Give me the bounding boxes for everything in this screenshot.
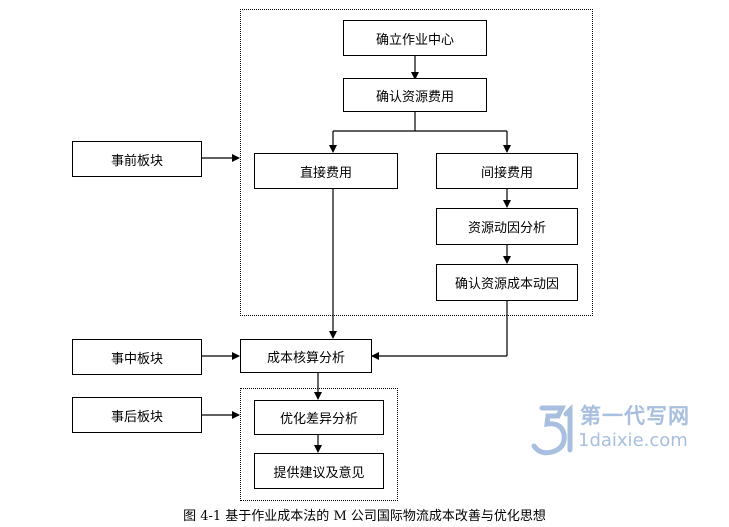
watermark: 第一代写网 1daixie.com: [528, 400, 718, 460]
watermark-line1: 第一代写网: [580, 404, 690, 428]
node-confirm-resource-cost-driver: 确认资源成本动因: [436, 264, 578, 301]
node-variance-analysis: 优化差异分析: [254, 400, 384, 435]
node-pre-stage: 事前板块: [72, 141, 202, 177]
post-stage-frame: [240, 388, 398, 501]
node-post-stage: 事后板块: [72, 397, 202, 433]
node-establish-center: 确立作业中心: [343, 20, 487, 56]
node-suggestions: 提供建议及意见: [254, 453, 384, 489]
watermark-logo-icon: [531, 403, 573, 456]
node-indirect-cost: 间接费用: [436, 153, 578, 189]
node-confirm-resource-cost: 确认资源费用: [343, 78, 487, 112]
watermark-line2: 1daixie.com: [578, 430, 688, 451]
node-mid-stage: 事中板块: [72, 339, 202, 375]
figure-caption: 图 4-1 基于作业成本法的 M 公司国际物流成本改善与优化思想: [183, 509, 546, 524]
pre-stage-frame: [240, 9, 593, 316]
node-resource-driver-analysis: 资源动因分析: [436, 208, 578, 245]
node-cost-accounting-analysis: 成本核算分析: [240, 339, 372, 373]
node-direct-cost: 直接费用: [254, 153, 398, 189]
